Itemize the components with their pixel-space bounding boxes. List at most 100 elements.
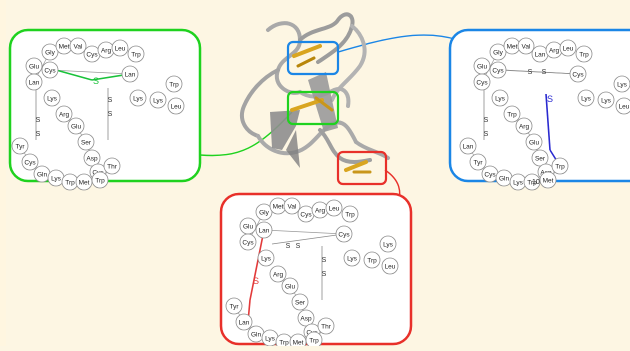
residue-circle [235, 313, 253, 331]
residue-glu: Glu [25, 57, 43, 75]
highlight-box-blue[interactable] [286, 40, 340, 76]
residue-gln: Gln [247, 325, 265, 343]
residue-arg: Arg [97, 41, 115, 59]
residue-circle [269, 265, 287, 283]
residue-label: Trp [65, 180, 75, 187]
residue-circle [91, 171, 109, 189]
residue-label: Gln [37, 172, 48, 179]
residue-label: Lys [601, 98, 612, 105]
residue-label: Lan [535, 52, 546, 59]
residue-lys: Lys [613, 75, 630, 93]
residue-circle [255, 221, 273, 239]
highlight-box-green[interactable] [286, 90, 340, 126]
residue-circle [381, 257, 399, 275]
residue-glu: Glu [67, 117, 85, 135]
residue-label: Leu [115, 46, 126, 53]
residue-trp: Trp [341, 205, 359, 223]
residue-lys: Lys [43, 89, 61, 107]
residue-trp: Trp [127, 45, 145, 63]
residue-circle [239, 233, 257, 251]
residue-label: Lys [47, 96, 58, 103]
residue-label: Val [74, 44, 83, 51]
residue-circle [43, 89, 61, 107]
residue-label: Trp [169, 82, 179, 89]
sulfur-label: S [36, 117, 41, 124]
residue-circle [473, 73, 491, 91]
residue-circle [343, 249, 361, 267]
residue-label: Arg [519, 124, 530, 131]
residue-circle [167, 97, 185, 115]
residue-label: Met [273, 204, 284, 211]
residue-label: Val [288, 204, 297, 211]
protein-ribbon-structure [239, 12, 390, 174]
residue-cys: Cys [481, 165, 499, 183]
residue-circle [615, 97, 630, 115]
residue-circle [525, 133, 543, 151]
residue-lan: Lan [255, 221, 273, 239]
residue-met: Met [289, 333, 307, 351]
residue-lys: Lys [509, 173, 527, 191]
residue-thr: Thr [317, 317, 335, 335]
residue-label: Lys [383, 242, 394, 249]
residue-label: Trp [345, 212, 355, 219]
residue-cys: Cys [335, 225, 353, 243]
residue-label: Lys [261, 256, 272, 263]
residue-circle [69, 37, 87, 55]
residue-label: Arg [549, 48, 560, 55]
residue-cys: Cys [41, 61, 59, 79]
residue-circle [281, 277, 299, 295]
residue-val: Val [69, 37, 87, 55]
residue-glu: Glu [239, 217, 257, 235]
residue-label: Glu [529, 140, 540, 147]
residue-label: Cys [492, 68, 504, 75]
residue-circle [165, 75, 183, 93]
residue-label: Met [507, 44, 518, 51]
residue-label: Cys [300, 212, 312, 219]
residue-gly: Gly [255, 203, 273, 221]
residue-lan: Lan [25, 73, 43, 91]
residue-label: Leu [385, 264, 396, 271]
highlight-box-red[interactable] [336, 150, 388, 186]
residue-circle [515, 117, 533, 135]
residue-met: Met [75, 173, 93, 191]
residue-label: Trp [507, 112, 517, 119]
residue-glu: Glu [281, 277, 299, 295]
residue-label: Lys [513, 180, 524, 187]
sulfur-label: S [93, 76, 99, 86]
residue-leu: Leu [381, 257, 399, 275]
residue-label: Glu [285, 284, 296, 291]
residue-label: Trp [367, 258, 377, 265]
residue-trp: Trp [275, 333, 293, 351]
residue-ser: Ser [531, 149, 549, 167]
residue-circle [489, 43, 507, 61]
residue-trp: Trp [575, 45, 593, 63]
sulfur-label: S [322, 271, 327, 278]
residue-trp: Trp [91, 171, 109, 189]
residue-label: Tyr [15, 144, 25, 151]
residue-arg: Arg [515, 117, 533, 135]
residue-lan: Lan [121, 65, 139, 83]
residue-circle [21, 153, 39, 171]
residue-circle [491, 89, 509, 107]
sulfur-label: S [108, 97, 113, 104]
residue-lan: Lan [531, 45, 549, 63]
backbone-link [263, 229, 345, 235]
residue-leu: Leu [559, 39, 577, 57]
residue-lys: Lys [257, 249, 275, 267]
residue-label: Lys [265, 336, 276, 343]
residue-cys: Cys [473, 73, 491, 91]
residue-label: Gly [259, 210, 270, 217]
residue-circle [379, 235, 397, 253]
residue-label: Lan [259, 228, 270, 235]
residue-gly: Gly [41, 43, 59, 61]
residue-lys: Lys [343, 249, 361, 267]
residue-trp: Trp [363, 251, 381, 269]
residue-label: Cys [484, 172, 496, 179]
residue-label: Trp [527, 180, 537, 187]
residue-label: Arg [101, 48, 112, 55]
residue-lan: Lan [235, 313, 253, 331]
residue-label: Arg [315, 208, 326, 215]
residue-circle [225, 297, 243, 315]
